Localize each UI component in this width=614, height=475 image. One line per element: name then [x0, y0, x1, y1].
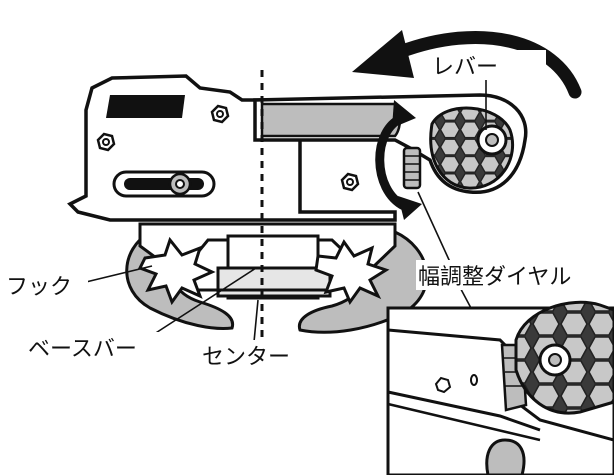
burst-right	[314, 239, 390, 306]
lever	[253, 93, 528, 194]
leader-lines	[85, 80, 506, 373]
lever-label: レバー	[432, 55, 498, 80]
hook-label: フック	[6, 275, 72, 300]
detail-inset	[386, 300, 614, 475]
center-label: センター	[202, 345, 290, 370]
dial-rotation-arrow	[375, 100, 422, 220]
base-bar-label: ベースバー	[28, 337, 137, 362]
width-dial-label: 幅調整ダイヤル	[418, 265, 571, 290]
rotation-arrow	[352, 30, 582, 99]
clamp-body	[67, 74, 397, 222]
burst-left	[137, 236, 216, 306]
base-bar-assembly	[138, 222, 397, 300]
width-dial	[402, 146, 422, 190]
labels: レバー フック ベースバー センター 幅調整ダイヤル	[0, 50, 614, 370]
